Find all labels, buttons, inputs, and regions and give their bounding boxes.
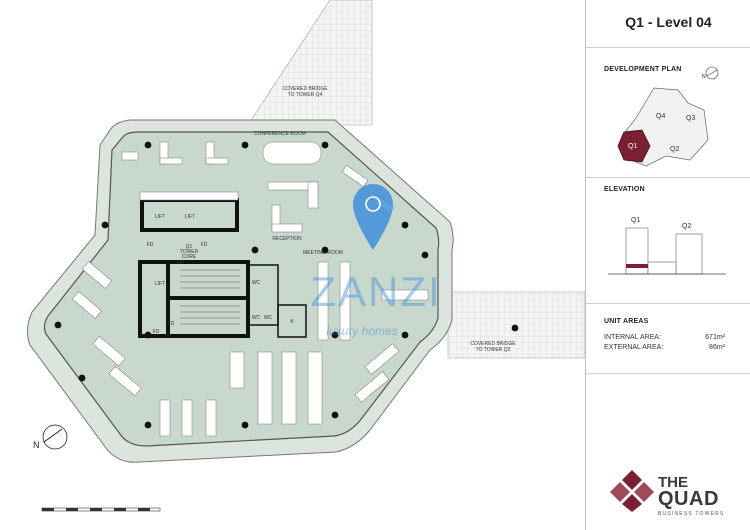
scale-bar [41,507,161,512]
reception-label: RECEPTION [272,236,302,242]
quad-logo-icon [610,470,654,512]
elevation-label-q2: Q2 [682,223,691,230]
wc-label-1: WC [252,280,261,286]
bridge-to-q4 [247,0,373,126]
fd-label-4: FD [168,321,175,327]
site-plan-diagram: N Q4 Q3 Q2 Q1 [617,66,719,167]
elevation-label-q1: Q1 [631,217,640,224]
fd-label-5: FD [153,329,160,335]
internal-area-value: 671m² [705,334,725,341]
logo-quad: QUAD [658,488,719,510]
svg-text:luxury homes: luxury homes [326,324,397,338]
elevation-section: ELEVATION Q1 Q2 [586,178,750,304]
lift-2-label: LIFT [185,214,195,220]
structural-columns [54,141,519,429]
internal-area-label: INTERNAL AREA: [604,334,661,341]
wc-label-3: WC [264,315,273,321]
logo-the: THE [658,474,688,491]
conference-room-label: CONFERENCE ROOM [254,131,306,137]
unit-areas-heading: UNIT AREAS [604,318,649,325]
site-label-q4: Q4 [656,113,665,120]
site-label-q1: Q1 [628,143,637,150]
info-panel: Q1 - Level 04 DEVELOPMENT PLAN N Q4 Q3 Q… [585,0,750,530]
svg-text:ZANZI: ZANZI [310,268,441,315]
development-plan-section: DEVELOPMENT PLAN N Q4 Q3 Q2 Q1 [586,48,750,178]
site-label-q2: Q2 [670,146,679,153]
site-label-q3: Q3 [686,115,695,122]
lift-1-label: LIFT [155,214,165,220]
logo-subtitle: BUSINESS TOWERS [658,511,725,517]
kitchen-label: K [290,319,294,325]
elevation-heading: ELEVATION [604,186,645,193]
fd-label-1: FD [147,242,154,248]
title-section: Q1 - Level 04 [586,0,750,48]
meeting-room-label: MEETING ROOM [303,250,343,256]
zanzi-watermark: ZANZI luxury homes [310,184,441,338]
external-area-value: 86m² [709,344,725,351]
lift-3-label: LIFT [155,281,165,287]
north-arrow-icon: N [33,424,68,450]
svg-text:N: N [702,74,706,80]
development-plan-heading: DEVELOPMENT PLAN [604,66,682,73]
fd-label-3: FD [177,260,184,266]
page-title: Q1 - Level 04 [625,14,712,30]
unit-areas-section: UNIT AREAS INTERNAL AREA: 671m² EXTERNAL… [586,304,750,374]
furniture [71,141,429,437]
elevation-diagram: Q1 Q2 [608,217,726,275]
fd-label-2: FD [201,242,208,248]
wc-label-2: WC [252,315,261,321]
external-area-label: EXTERNAL AREA: [604,344,664,351]
svg-text:N: N [33,440,40,450]
